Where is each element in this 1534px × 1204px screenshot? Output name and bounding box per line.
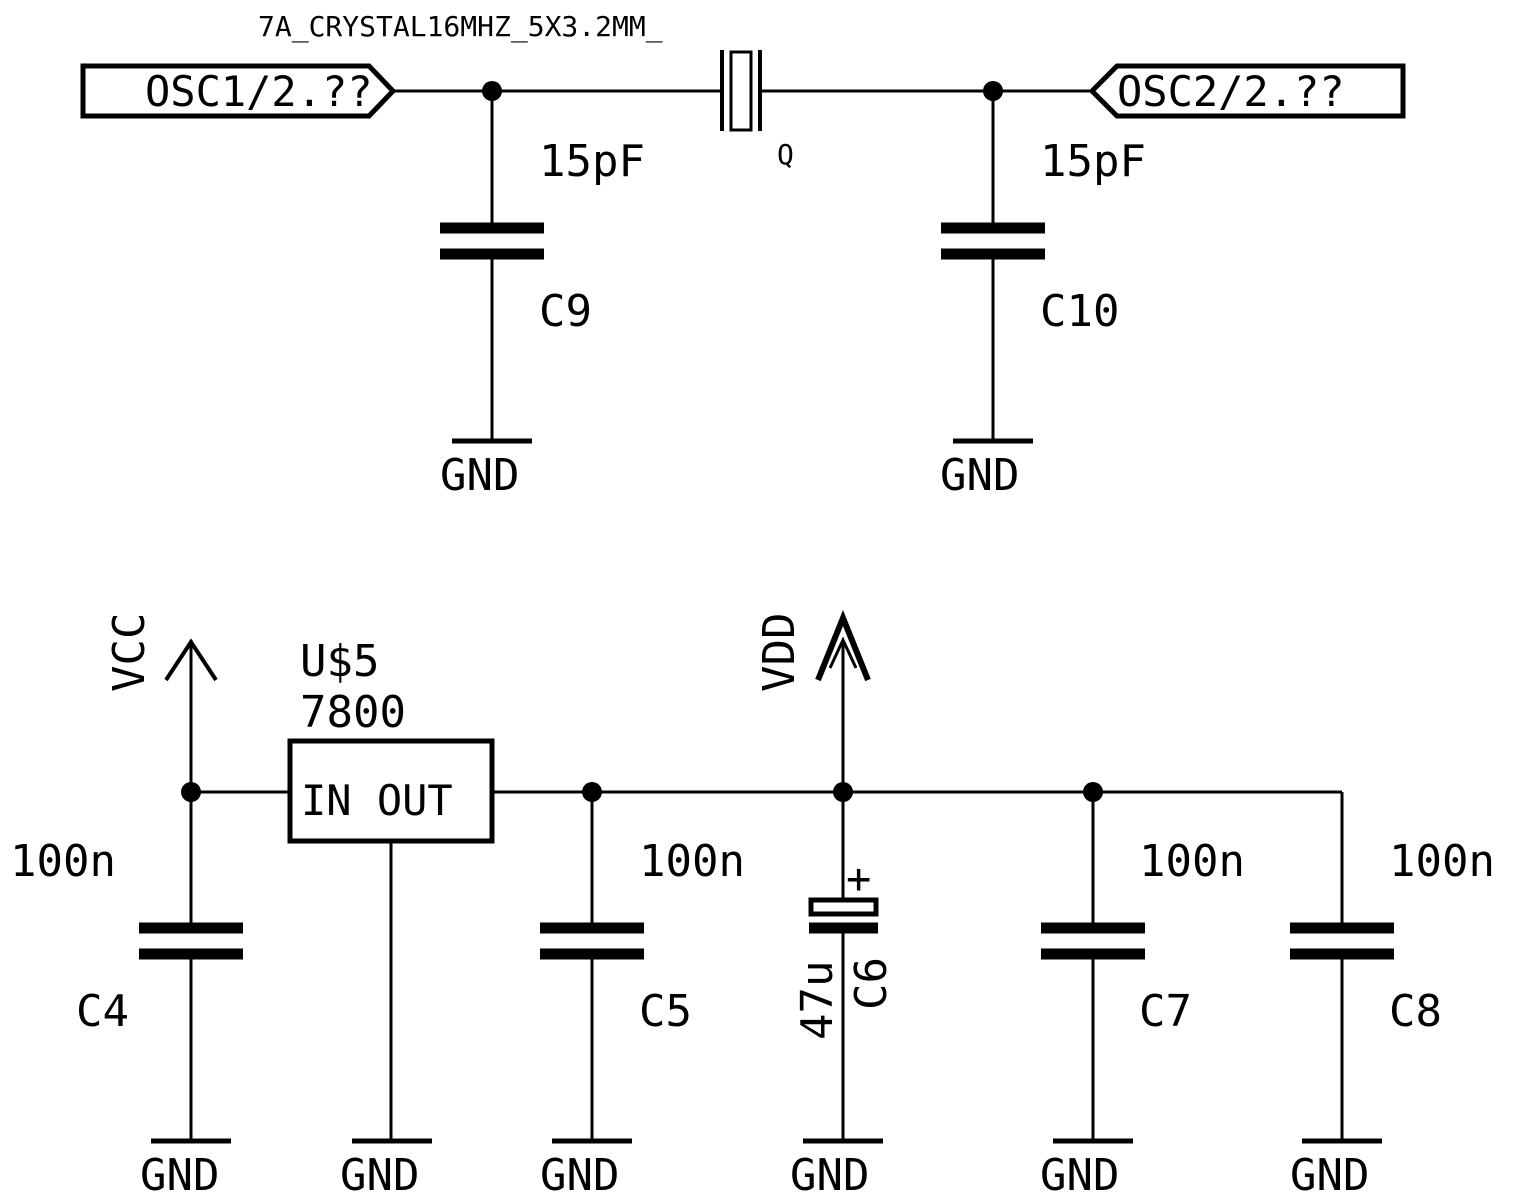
osc2-port: OSC2/2.?? <box>1088 63 1406 119</box>
c6-polarity-label: + <box>846 854 871 903</box>
vdd-label: VDD <box>754 613 805 692</box>
vdd-arrow-inner-icon <box>828 636 858 669</box>
c9-ground-label: GND <box>440 450 519 501</box>
capacitor-c9: 15pF C9 GND <box>440 91 645 501</box>
osc2-port-flag <box>1088 63 1406 119</box>
vdd-supply: VDD <box>754 609 871 792</box>
crystal-q: 7A_CRYSTAL16MHZ_5X3.2MM_ Q <box>258 10 794 171</box>
c8-value-label: 100n <box>1389 836 1495 887</box>
capacitor-c7: 100n C7 GND <box>1040 792 1245 1201</box>
c6-value-label: 47u <box>792 961 843 1040</box>
c5-name-label: C5 <box>639 986 692 1037</box>
c10-ground-label: GND <box>940 450 1019 501</box>
c7-name-label: C7 <box>1139 986 1192 1037</box>
osc1-port-flag <box>80 63 397 119</box>
c10-name-label: C10 <box>1040 286 1119 337</box>
c4-name-label: C4 <box>76 986 129 1037</box>
vdd-arrow-icon <box>815 609 871 682</box>
regulator-body <box>287 738 495 844</box>
c9-name-label: C9 <box>539 286 592 337</box>
c5-ground-label: GND <box>540 1150 619 1201</box>
regulator-ground-label: GND <box>340 1150 419 1201</box>
c8-ground-label: GND <box>1290 1150 1369 1201</box>
vcc-arrow-icon <box>164 638 218 682</box>
crystal-body <box>729 50 753 132</box>
vcc-supply: VCC <box>104 613 218 792</box>
regulator-pins-label: IN OUT <box>301 776 453 825</box>
regulator-part-label: 7800 <box>300 687 406 738</box>
vcc-label: VCC <box>104 613 155 692</box>
c4-value-label: 100n <box>10 836 116 887</box>
capacitor-c10: 15pF C10 GND <box>940 91 1146 501</box>
c6-ground-label: GND <box>790 1150 869 1201</box>
c7-value-label: 100n <box>1139 836 1245 887</box>
osc1-port-label: OSC1/2.?? <box>145 67 373 116</box>
capacitor-c8: 100n C8 GND <box>1290 836 1495 1201</box>
power-section: VCC VDD IN OUT U$5 7800 GND <box>10 609 1495 1201</box>
regulator-name-label: U$5 <box>300 636 379 687</box>
c9-value-label: 15pF <box>539 136 645 187</box>
crystal-name-label: Q <box>777 138 794 171</box>
c4-ground-label: GND <box>140 1150 219 1201</box>
c6-plate-positive <box>808 897 879 917</box>
oscillator-section: OSC1/2.?? OSC2/2.?? 7A_CRYSTAL16MHZ_5X3.… <box>80 10 1406 501</box>
regulator-u5: IN OUT U$5 7800 GND <box>287 636 495 1201</box>
c5-value-label: 100n <box>639 836 745 887</box>
crystal-value-label: 7A_CRYSTAL16MHZ_5X3.2MM_ <box>258 10 663 44</box>
c6-name-label: C6 <box>846 957 897 1010</box>
capacitor-c5: 100n C5 GND <box>540 792 745 1201</box>
capacitor-c4: 100n C4 GND <box>10 792 243 1201</box>
c10-value-label: 15pF <box>1040 136 1146 187</box>
c8-name-label: C8 <box>1389 986 1442 1037</box>
osc1-port: OSC1/2.?? <box>80 63 397 119</box>
capacitor-c6: + 47u C6 GND <box>790 792 897 1201</box>
c7-ground-label: GND <box>1040 1150 1119 1201</box>
osc2-port-label: OSC2/2.?? <box>1117 67 1345 116</box>
